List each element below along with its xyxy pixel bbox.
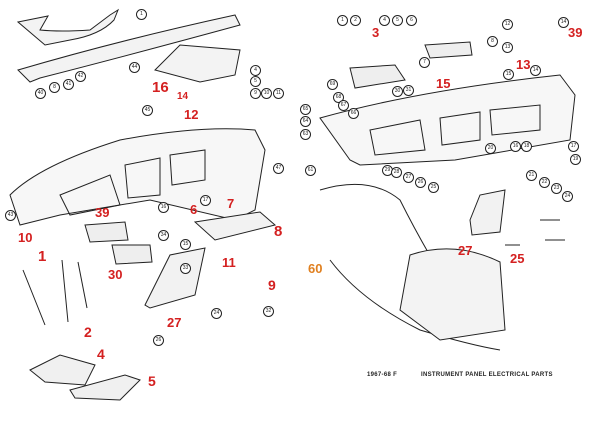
callout-number: 28 [391,167,402,178]
radio-unit [349,64,406,89]
callout-number: 7 [419,57,430,68]
instrument-cluster [399,248,506,341]
callout-number: 21 [526,170,537,181]
label-15: 15 [436,76,451,91]
callout-number: 43 [5,210,16,221]
braces [22,259,88,326]
label-1: 1 [38,248,47,265]
defroster-duct [16,8,120,46]
label-39: 39 [95,205,110,220]
label-6: 6 [190,202,198,217]
callout-number: 17 [568,141,579,152]
callout-number: 9 [250,88,261,99]
callout-number: 13 [502,42,513,53]
callout-number: 8 [487,36,498,47]
caption-title: INSTRUMENT PANEL ELECTRICAL PARTS [421,372,553,378]
callout-number: 24 [211,308,222,319]
glove-box [154,44,241,83]
callout-number: 41 [63,79,74,90]
callout-number: 4 [250,65,261,76]
right-panel-openings [369,104,541,156]
callout-number: 42 [75,71,86,82]
callout-number: 15 [503,69,514,80]
callout-number: 5 [250,76,261,87]
callout-number: 15 [180,239,191,250]
callout-number: 6 [406,15,417,26]
label-39-right: 39 [568,25,583,40]
label-60: 60 [308,261,323,276]
callout-number: 17 [200,195,211,206]
callout-number: 26 [415,177,426,188]
callout-number: 66 [348,108,359,119]
label-13: 13 [516,57,531,72]
clock-housing [424,41,473,59]
callout-number: 33 [180,263,191,274]
callout-number: 8 [49,82,60,93]
callout-number: 1 [337,15,348,26]
label-14: 14 [177,91,189,102]
callout-number: 47 [273,163,284,174]
callout-number: 25 [428,182,439,193]
label-2: 2 [84,324,92,340]
label-7: 7 [227,196,235,211]
callout-number: 2 [350,15,361,26]
label-8: 8 [274,223,283,240]
label-11: 11 [222,255,236,270]
label-9: 9 [268,277,276,293]
panel-openings [59,149,206,216]
callout-number: 24 [562,191,573,202]
callout-number: 44 [129,62,140,73]
callout-number: 16 [158,202,169,213]
callout-number: 5 [392,15,403,26]
label-4: 4 [97,346,105,362]
label-16: 16 [152,79,169,96]
callout-number: 10 [261,88,272,99]
callout-number: 22 [539,177,550,188]
dash-pad [17,14,241,83]
callout-number: 1 [136,9,147,20]
callout-number: 34 [158,230,169,241]
switch-parts [505,219,565,246]
label-12: 12 [184,107,199,122]
callout-number: 63 [300,129,311,140]
callout-number: 14 [558,17,569,28]
diagram-caption: 1967-68 F INSTRUMENT PANEL ELECTRICAL PA… [367,372,575,378]
right-vent-bezel [469,189,506,236]
callout-number: 18 [521,141,532,152]
callout-number: 11 [273,88,284,99]
label-5: 5 [148,373,156,389]
label-10: 10 [18,230,33,245]
left-trim-bezel [84,221,129,243]
callout-number: 23 [551,183,562,194]
ashtray [111,244,153,265]
callout-number: 14 [530,65,541,76]
label-27-right: 27 [458,243,473,258]
vent-bezel [144,247,206,309]
callout-number: 27 [403,172,414,183]
callout-number: 26 [153,335,164,346]
heater-assembly [29,354,141,401]
label-25: 25 [510,251,525,266]
callout-number: 40 [35,88,46,99]
radio-plate [193,211,277,241]
label-3: 3 [372,25,380,40]
label-27: 27 [167,315,182,330]
callout-number: 69 [327,79,338,90]
callout-number: 4 [379,15,390,26]
callout-number: 67 [338,100,349,111]
callout-number: 16 [510,141,521,152]
callout-number: 20 [485,143,496,154]
label-30: 30 [108,267,123,282]
callout-number: 64 [300,116,311,127]
callout-number: 12 [502,19,513,30]
callout-number: 30 [392,86,403,97]
callout-number: 31 [403,85,414,96]
callout-number: 32 [263,306,274,317]
callout-number: 61 [305,165,316,176]
callout-number: 45 [142,105,153,116]
callout-number: 65 [300,104,311,115]
caption-year: 1967-68 F [367,372,398,378]
callout-number: 19 [570,154,581,165]
